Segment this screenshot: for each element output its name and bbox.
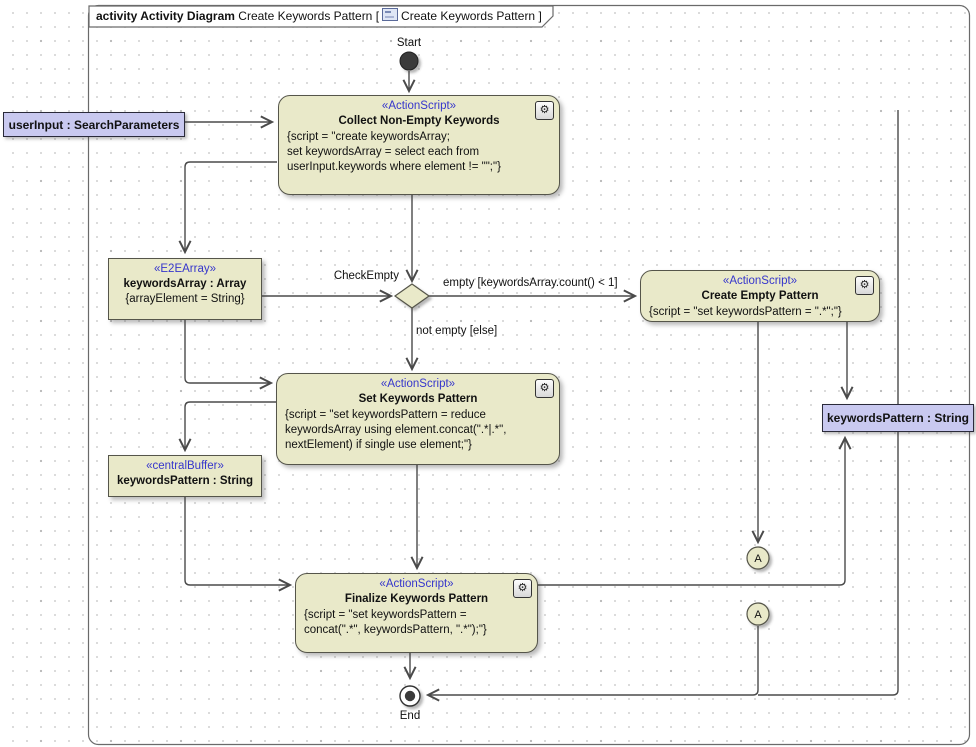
gear-glyph: ⚙ xyxy=(517,582,528,594)
parameter-node-keywordspattern[interactable]: keywordsPattern : String xyxy=(822,404,974,432)
initial-node[interactable] xyxy=(399,51,419,71)
finalize-stereotype: «ActionScript» xyxy=(379,578,454,590)
collect-name: Collect Non-Empty Keywords xyxy=(338,115,500,127)
action-finalize-keywords-pattern[interactable]: «ActionScript» Finalize Keywords Pattern… xyxy=(295,573,538,653)
collect-stereotype: «ActionScript» xyxy=(381,100,457,112)
setkeywords-stereotype: «ActionScript» xyxy=(380,378,456,390)
setkeywords-name: Set Keywords Pattern xyxy=(358,393,478,405)
keywordsarray-detail: {arrayElement = String} xyxy=(125,293,245,305)
guard-not-empty-label: not empty [else] xyxy=(416,325,498,337)
edge-collect-bypass-to-end[interactable] xyxy=(758,110,899,696)
start-label: Start xyxy=(396,37,422,49)
diagram-name: Create Keywords Pattern xyxy=(238,9,373,23)
parameter-node-userinput[interactable]: userInput : SearchParameters xyxy=(3,112,185,137)
centralbuffer-node-keywordspattern[interactable]: «centralBuffer» keywordsPattern : String xyxy=(108,455,262,497)
action-create-empty-pattern[interactable]: «ActionScript» Create Empty Pattern {scr… xyxy=(640,270,880,322)
diagram-kind-label: activity Activity Diagram xyxy=(96,9,235,23)
finalize-name: Finalize Keywords Pattern xyxy=(344,593,489,605)
finalize-script: {script = "set keywordsPattern = concat(… xyxy=(304,609,487,636)
connector-a2-label: A xyxy=(754,609,762,621)
createempty-stereotype: «ActionScript» xyxy=(722,275,798,287)
gear-glyph: ⚙ xyxy=(859,279,870,291)
collect-script: {script = "create keywordsArray; set key… xyxy=(287,131,501,173)
setkeywords-script: {script = "set keywordsPattern = reduce … xyxy=(285,409,507,451)
decision-node-checkempty[interactable] xyxy=(393,283,431,309)
edge-centralbuffer-to-finalize[interactable] xyxy=(184,497,293,592)
action-set-keywords-pattern[interactable]: «ActionScript» Set Keywords Pattern {scr… xyxy=(276,373,560,465)
userinput-label: userInput : SearchParameters xyxy=(8,117,180,132)
keywordsarray-name: keywordsArray : Array xyxy=(123,278,247,290)
gear-glyph: ⚙ xyxy=(539,382,550,394)
connector-a2[interactable] xyxy=(746,602,770,626)
diagram-title-tab[interactable] xyxy=(88,5,554,28)
createempty-name: Create Empty Pattern xyxy=(701,290,819,302)
activity-final-node[interactable] xyxy=(399,685,421,707)
edge-connector-a-to-end[interactable] xyxy=(425,626,759,702)
gear-icon: ⚙ xyxy=(513,579,532,598)
connector-a1[interactable] xyxy=(746,546,770,570)
gear-icon: ⚙ xyxy=(535,101,554,120)
end-label: End xyxy=(399,710,421,722)
createempty-script: {script = "set keywordsPattern = ".*";"} xyxy=(649,306,842,318)
keywordsarray-stereotype: «E2EArray» xyxy=(153,263,216,275)
gear-icon: ⚙ xyxy=(535,379,554,398)
keywordspattern-label: keywordsPattern : String xyxy=(826,411,970,425)
centralbuffer-stereotype: «centralBuffer» xyxy=(146,460,224,472)
connector-a1-label: A xyxy=(754,553,762,565)
diagram-title: activity Activity Diagram Create Keyword… xyxy=(96,8,542,23)
guard-empty-label: empty [keywordsArray.count() < 1] xyxy=(443,277,618,289)
bracket-close: ] xyxy=(538,9,542,23)
gear-icon: ⚙ xyxy=(855,276,874,295)
decision-label: CheckEmpty xyxy=(333,270,399,282)
object-node-keywordsarray[interactable]: «E2EArray» keywordsArray : Array {arrayE… xyxy=(108,258,262,320)
diagram-type-icon xyxy=(382,8,399,21)
edge-collect-to-keywordsarray[interactable] xyxy=(178,161,277,255)
gear-glyph: ⚙ xyxy=(539,104,550,116)
action-collect-nonempty-keywords[interactable]: «ActionScript» Collect Non-Empty Keyword… xyxy=(278,95,560,195)
edge-setkeywords-to-centralbuffer[interactable] xyxy=(178,401,276,453)
diagram-context-name: Create Keywords Pattern xyxy=(401,9,536,23)
bracket-open: [ xyxy=(375,9,380,23)
edge-keywordsarray-to-setkeywords[interactable] xyxy=(184,320,274,390)
edge-finalize-to-keywordspattern[interactable] xyxy=(538,435,852,586)
centralbuffer-name: keywordsPattern : String xyxy=(116,475,254,487)
